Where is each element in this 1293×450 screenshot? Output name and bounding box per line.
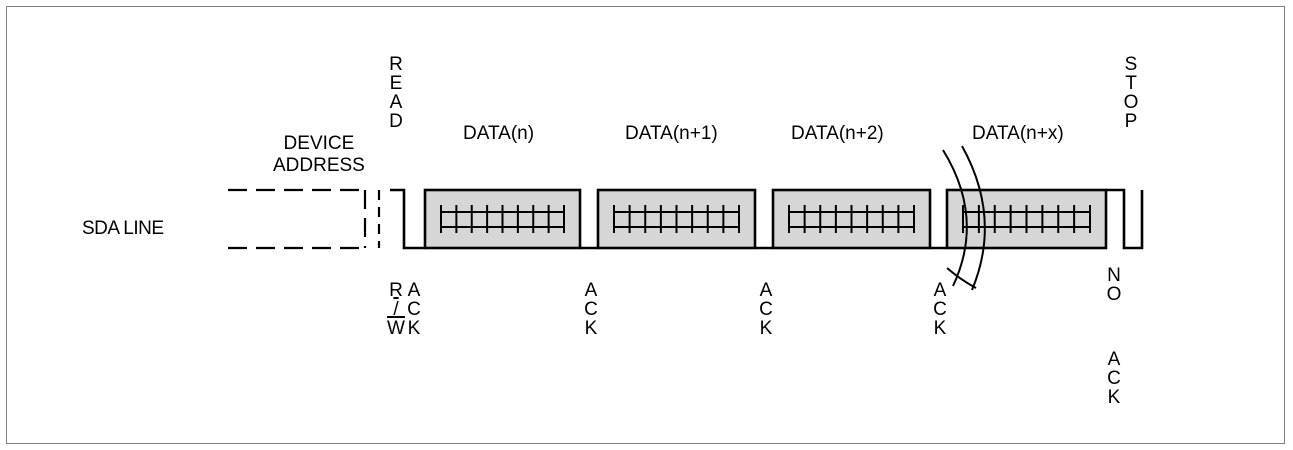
data-byte-3 [945, 188, 1108, 250]
first-ack-label-char-2: K [407, 318, 421, 339]
rw-w: W [387, 318, 405, 339]
read-label-char-3: D [389, 111, 403, 132]
device-address-label-line1: DEVICE [283, 133, 355, 154]
ack-label-2-char-1: C [759, 299, 773, 320]
device-address-label-line2: ADDRESS [273, 155, 365, 176]
device-address-dashed-region [228, 188, 381, 250]
no-ack-label-char-2: K [1107, 387, 1121, 408]
no-label-char-1: O [1106, 284, 1122, 305]
stop-label-char-2: O [1123, 92, 1139, 113]
stop-label-char-1: T [1125, 73, 1137, 94]
ack-label-1-char-1: C [584, 299, 598, 320]
rw-slash: / [393, 299, 399, 320]
data-byte-0 [423, 188, 582, 250]
ack-label-2-char-2: K [759, 318, 773, 339]
read-label-char-1: E [389, 73, 403, 94]
no-ack-label-char-1: C [1107, 368, 1121, 389]
data-n1-label: DATA(n+1) [625, 123, 718, 144]
rw-r: R [389, 280, 403, 301]
sda-waveform [390, 188, 1144, 250]
data-byte-1 [596, 188, 757, 250]
ack-label-3-char-2: K [933, 318, 947, 339]
rw-label: R / W [385, 281, 407, 338]
no-label-char-0: N [1107, 265, 1121, 286]
ack-label-1-char-0: A [584, 280, 598, 301]
data-n-label: DATA(n) [463, 123, 535, 144]
read-label-char-0: R [389, 54, 403, 75]
diagram-frame [6, 6, 1285, 444]
data-n2-label: DATA(n+2) [791, 123, 884, 144]
stop-label-char-0: S [1124, 54, 1138, 75]
read-label-char-2: A [389, 92, 403, 113]
device-address-label: DEVICE ADDRESS [273, 133, 365, 177]
break-marks [942, 145, 986, 291]
ack-label-3-char-0: A [933, 280, 947, 301]
data-nx-label: DATA(n+x) [972, 123, 1064, 144]
ack-label-3-char-1: C [933, 299, 947, 320]
ack-label-1-char-2: K [584, 318, 598, 339]
ack-label-2-char-0: A [759, 280, 773, 301]
data-byte-2 [771, 188, 932, 250]
data-bytes [423, 188, 1108, 250]
no-ack-label-char-0: A [1107, 349, 1121, 370]
stop-label-char-3: P [1124, 111, 1138, 132]
sda-line-label: SDA LINE [82, 218, 164, 239]
first-ack-label-char-0: A [407, 280, 421, 301]
first-ack-label-char-1: C [407, 299, 421, 320]
